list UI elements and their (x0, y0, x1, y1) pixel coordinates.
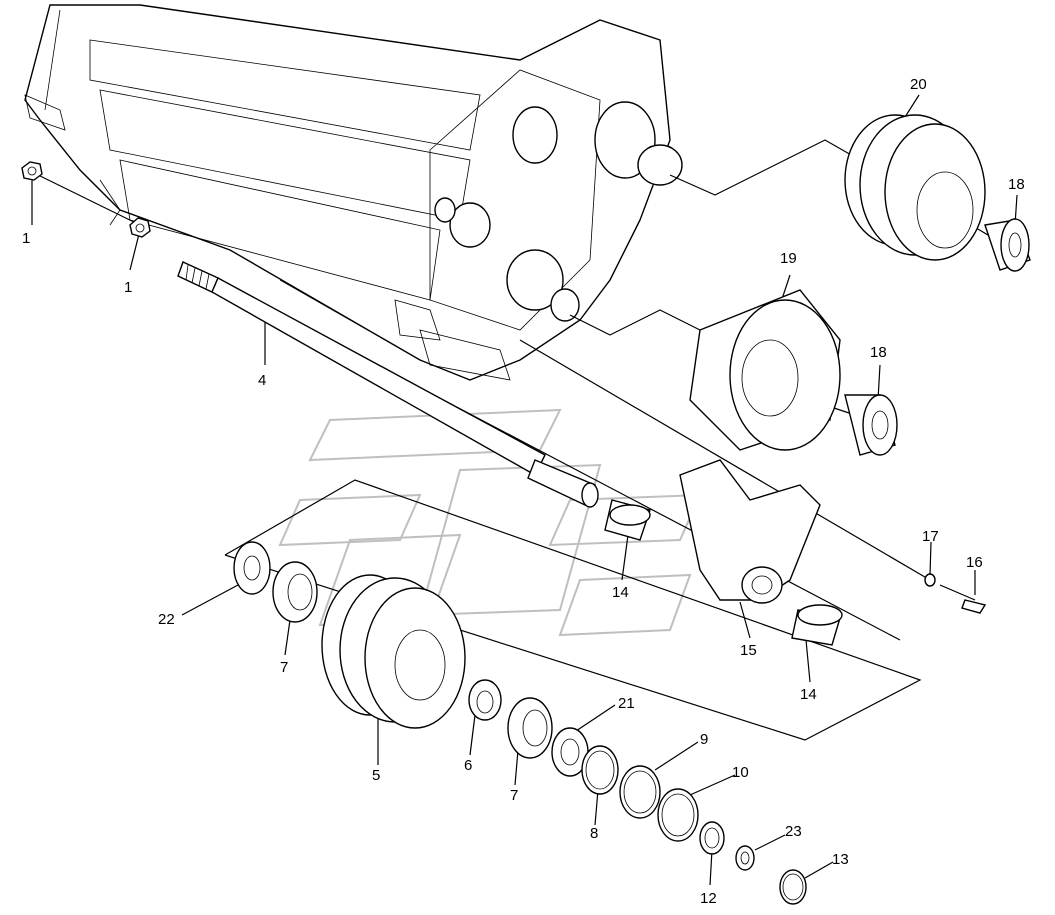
part-bearing-7a (272, 561, 318, 623)
part-circlip-10 (657, 788, 699, 842)
part-washer-17 (924, 573, 936, 587)
label-5: 5 (372, 767, 380, 784)
part-bearing-7b (507, 697, 553, 759)
label-22: 22 (158, 611, 175, 628)
label-7b: 7 (510, 787, 518, 804)
part-washer-23 (735, 845, 755, 871)
label-6: 6 (464, 757, 472, 774)
label-13: 13 (832, 851, 849, 868)
label-18a: 18 (1008, 176, 1025, 193)
label-7a: 7 (280, 659, 288, 676)
machine-frame (24, 4, 683, 381)
part-nut-1b (129, 217, 151, 238)
label-14a: 14 (612, 584, 629, 601)
label-23: 23 (785, 823, 802, 840)
part-bushing-18a (984, 218, 1031, 272)
part-sleeve-6 (468, 679, 502, 721)
part-bushing-14b (791, 604, 843, 646)
part-seal-22 (233, 541, 271, 595)
label-16: 16 (966, 554, 983, 571)
label-20: 20 (910, 76, 927, 93)
part-shaft-4 (177, 261, 599, 508)
part-ring-8 (581, 745, 619, 795)
part-circlip-13 (779, 869, 807, 905)
part-ring-12 (699, 821, 725, 855)
label-1a: 1 (22, 230, 30, 247)
label-10: 10 (732, 764, 749, 781)
part-bushing-14a (604, 499, 651, 541)
label-19: 19 (780, 250, 797, 267)
label-4: 4 (258, 372, 266, 389)
part-bracket-15 (679, 459, 821, 604)
label-15: 15 (740, 642, 757, 659)
part-pulley-19 (689, 289, 841, 451)
label-1b: 1 (124, 279, 132, 296)
label-17: 17 (922, 528, 939, 545)
label-12: 12 (700, 890, 717, 907)
label-18b: 18 (870, 344, 887, 361)
label-21: 21 (618, 695, 635, 712)
label-9: 9 (700, 731, 708, 748)
part-bushing-18b (844, 394, 898, 456)
part-pulley-20 (844, 114, 986, 261)
part-pulley-5 (321, 574, 466, 729)
callout-labels: 1 1 4 5 6 7 7 8 9 10 12 13 14 14 15 16 1… (22, 76, 1025, 907)
part-bolt-16 (961, 599, 987, 614)
part-nut-1a (21, 161, 43, 181)
part-ring-9 (619, 765, 661, 819)
label-8: 8 (590, 825, 598, 842)
label-14b: 14 (800, 686, 817, 703)
